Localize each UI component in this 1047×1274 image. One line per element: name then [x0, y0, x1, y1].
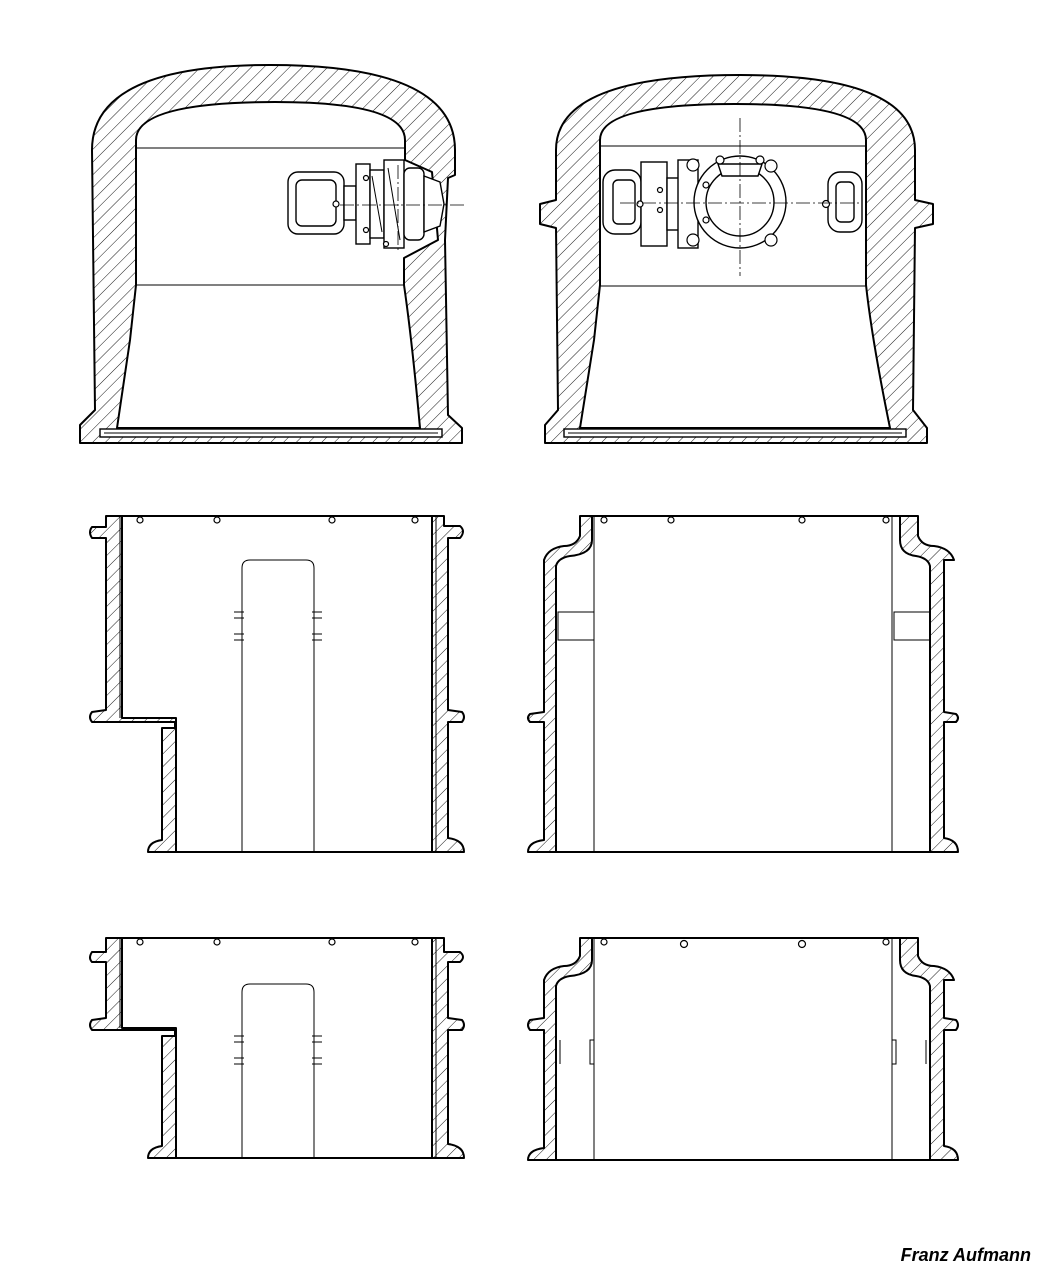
dome-front-wall — [539, 74, 934, 444]
casemate-short-side-view — [89, 937, 465, 1159]
casemate-tall-front-view — [527, 515, 959, 853]
tall-side-left-wall — [89, 515, 177, 853]
dome-section-side-view — [79, 64, 465, 444]
gun-mount-front — [602, 118, 863, 276]
short-front-left-wall — [527, 937, 593, 1161]
tall-front-right-wall — [899, 515, 959, 853]
short-front-right-wall — [899, 937, 959, 1161]
casemate-tall-side-view — [89, 515, 465, 853]
short-side-right-wall — [431, 937, 465, 1159]
tall-side-right-wall — [431, 515, 465, 853]
gun-mount-side — [287, 159, 465, 250]
short-side-left-wall — [89, 937, 177, 1159]
dome-side-wall — [79, 64, 463, 444]
tall-front-left-wall — [527, 515, 593, 853]
casemate-short-front-view — [527, 937, 959, 1161]
dome-section-front-view — [539, 74, 934, 444]
author-credit: Franz Aufmann — [900, 1245, 1031, 1265]
